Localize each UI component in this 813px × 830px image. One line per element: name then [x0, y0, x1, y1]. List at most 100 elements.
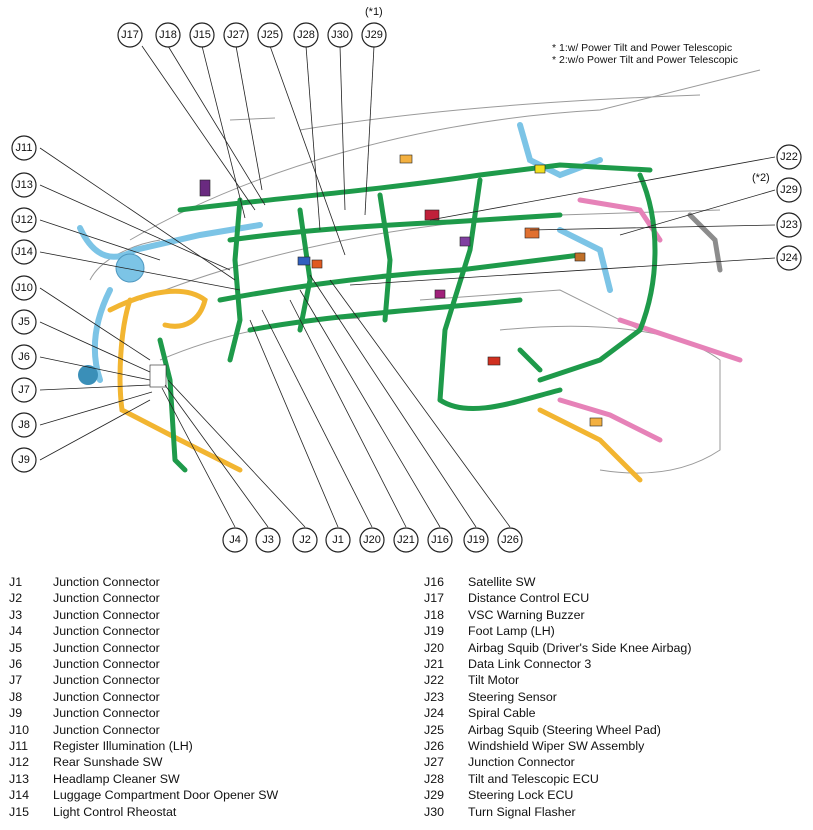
svg-text:J25: J25 [261, 29, 279, 41]
svg-text:J27: J27 [227, 29, 245, 41]
legend-name: Junction Connector [53, 640, 160, 655]
legend-row: J21 Data Link Connector 3 [424, 656, 691, 672]
legend-name: Junction Connector [53, 575, 160, 589]
legend-name: Spiral Cable [468, 706, 536, 721]
callout-J16: J16 [427, 527, 453, 553]
legend-name: Luggage Compartment Door Opener SW [53, 788, 279, 803]
blue-part [78, 365, 98, 385]
callout-J30: J30 [327, 22, 353, 48]
legend-name: Junction Connector [53, 689, 160, 704]
callout-J21: J21 [393, 527, 419, 553]
svg-text:J14: J14 [15, 246, 33, 258]
legend-name: Tilt Motor [468, 673, 520, 688]
connector [534, 164, 546, 174]
callout-J18: J18 [155, 22, 181, 48]
callouts: J17 J18 J15 J27 J25 J28 J30 J29 J11 J13 … [11, 22, 802, 553]
legend-code: J21 [424, 657, 444, 672]
svg-text:J30: J30 [331, 29, 349, 41]
callout-J7: J7 [11, 377, 37, 403]
legend-code: J18 [424, 607, 444, 622]
callout-J26: J26 [497, 527, 523, 553]
callout-J10: J10 [11, 275, 37, 301]
legend-name: Steering Sensor [468, 689, 557, 704]
legend-code: J30 [424, 804, 444, 819]
svg-text:J28: J28 [297, 29, 315, 41]
svg-text:J6: J6 [18, 351, 30, 363]
callout-J11: J11 [11, 135, 37, 161]
callout-J5: J5 [11, 309, 37, 335]
callout-J29-right: J29 [776, 177, 802, 203]
connector [199, 179, 211, 197]
callout-J19: J19 [463, 527, 489, 553]
connector [487, 356, 501, 366]
svg-text:J7: J7 [18, 384, 30, 396]
callout-J12: J12 [11, 207, 37, 233]
connector [459, 236, 471, 247]
legend-row: J28 Tilt and Telescopic ECU [424, 771, 691, 787]
harness-yellow [107, 288, 643, 483]
legend-row: J15 Light Control Rheostat [9, 804, 278, 820]
svg-text:J22: J22 [780, 151, 798, 163]
callout-J23: J23 [776, 212, 802, 238]
connector [574, 252, 586, 262]
legend-code: J15 [9, 804, 29, 819]
connector [524, 227, 540, 239]
legend-code: J19 [424, 624, 444, 639]
legend-code: J7 [9, 673, 23, 688]
legend-code: J23 [424, 689, 444, 704]
legend-code: J27 [424, 755, 444, 770]
harness-gray [687, 212, 723, 273]
callout-J28: J28 [293, 22, 319, 48]
legend-name: Satellite SW [468, 575, 536, 589]
legend-name: Junction Connector [53, 624, 160, 639]
legend-name: Airbag Squib (Driver's Side Knee Airbag) [468, 640, 692, 655]
legend-row: J25 Airbag Squib (Steering Wheel Pad) [424, 722, 691, 738]
legend-code: J29 [424, 788, 444, 803]
legend-name: Junction Connector [53, 591, 160, 606]
callout-J27: J27 [223, 22, 249, 48]
legend-name: Junction Connector [53, 722, 160, 737]
variant-notes: * 1:w/ Power Tilt and Power Telescopic *… [552, 42, 738, 66]
callout-J22: J22 [776, 144, 802, 170]
svg-text:J4: J4 [229, 534, 241, 546]
legend-name: Tilt and Telescopic ECU [468, 771, 599, 786]
legend-name: Data Link Connector 3 [468, 657, 592, 672]
legend-code: J24 [424, 706, 444, 721]
legend-code: J16 [424, 575, 444, 589]
svg-text:J19: J19 [467, 534, 485, 546]
svg-text:J20: J20 [363, 534, 381, 546]
legend-name: Register Illumination (LH) [53, 739, 193, 754]
svg-text:J1: J1 [332, 534, 344, 546]
svg-text:J9: J9 [18, 454, 30, 466]
connector [434, 289, 446, 299]
connector [589, 417, 603, 427]
legend-code: J28 [424, 771, 444, 786]
legend-name: Airbag Squib (Steering Wheel Pad) [468, 722, 661, 737]
svg-text:J16: J16 [431, 534, 449, 546]
callout-J6: J6 [11, 344, 37, 370]
callout-J4: J4 [222, 527, 248, 553]
legend-name: Rear Sunshade SW [53, 755, 163, 770]
callout-J17: J17 [117, 22, 143, 48]
connector [149, 364, 167, 388]
legend-code: J10 [9, 722, 29, 737]
svg-text:J24: J24 [780, 252, 798, 264]
legend-name: Headlamp Cleaner SW [53, 771, 180, 786]
callout-J3: J3 [255, 527, 281, 553]
legend-name: Light Control Rheostat [53, 804, 177, 819]
legend-code: J25 [424, 722, 444, 737]
callout-J2: J2 [292, 527, 318, 553]
legend-name: Junction Connector [468, 755, 575, 770]
